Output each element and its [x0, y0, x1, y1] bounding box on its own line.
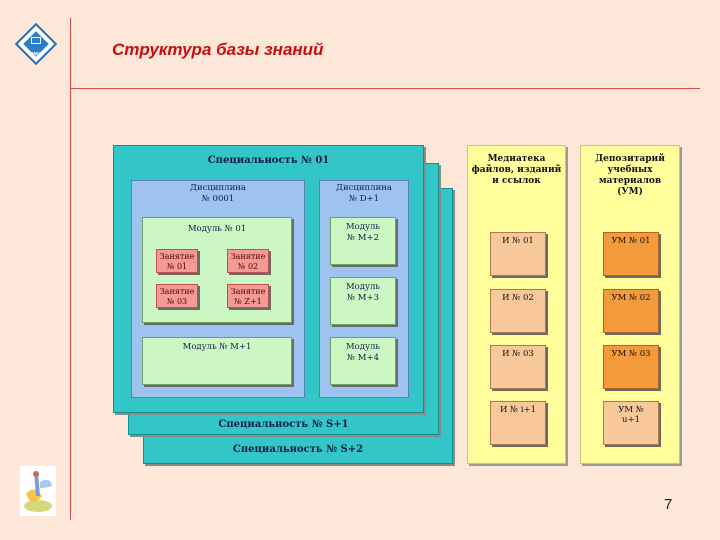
lesson-card-03: Занятие № 03 — [156, 284, 198, 308]
module-label-m2: Модуль № M+2 — [345, 222, 381, 243]
specialty-label-s2: Специальность № S+1 — [218, 419, 349, 430]
module-label-m3: Модуль № M+3 — [345, 282, 381, 303]
depository-item-01: УМ № 01 — [603, 232, 659, 276]
horizontal-divider — [70, 88, 700, 89]
media-item-01: И № 01 — [490, 232, 546, 276]
specialty-label-s1: Специальность № 01 — [207, 155, 330, 166]
discipline-label-d1: Дисциплина № D+1 — [336, 183, 392, 204]
media-library-title: Медиатека файлов, изданий и ссылок — [471, 154, 562, 186]
media-item-i1: И № i+1 — [490, 401, 546, 445]
page-title: Структура базы знаний — [112, 40, 324, 59]
media-library-column: Медиатека файлов, изданий и ссылок И № 0… — [467, 145, 566, 464]
lesson-card-z1: Занятие № Z+1 — [227, 284, 269, 308]
discipline-label-0001: Дисциплина № 0001 — [190, 183, 246, 204]
depository-title: Депозитарий учебных материалов (УМ) — [595, 154, 665, 197]
module-label-01: Модуль № 01 — [187, 224, 247, 234]
logo-icon: ЛМФ — [14, 22, 58, 66]
vertical-divider — [70, 18, 71, 520]
depository-column: Депозитарий учебных материалов (УМ) УМ №… — [580, 145, 680, 464]
page-number: 7 — [664, 496, 673, 513]
media-item-02: И № 02 — [490, 289, 546, 333]
emblem-icon — [20, 466, 56, 516]
module-card-m1: Модуль № M+1 — [142, 337, 292, 385]
depository-item-02: УМ № 02 — [603, 289, 659, 333]
depository-item-03: УМ № 03 — [603, 345, 659, 389]
module-card-m2: Модуль № M+2 — [330, 217, 396, 265]
lesson-card-01: Занятие № 01 — [156, 249, 198, 273]
module-card-m4: Модуль № M+4 — [330, 337, 396, 385]
specialty-card-s1: Специальность № 01 Дисциплина № 0001 Мод… — [113, 145, 424, 413]
discipline-card-0001: Дисциплина № 0001 Модуль № 01 Занятие № … — [131, 180, 305, 398]
discipline-card-d1: Дисциплина № D+1 Модуль № M+2 Модуль № M… — [319, 180, 409, 398]
media-item-03: И № 03 — [490, 345, 546, 389]
module-card-m3: Модуль № M+3 — [330, 277, 396, 325]
depository-item-u1: УМ № u+1 — [603, 401, 659, 445]
module-label-m4: Модуль № M+4 — [345, 342, 381, 363]
module-card-01: Модуль № 01 Занятие № 01 Занятие № 02 За… — [142, 217, 292, 323]
logo-text: ЛМФ — [28, 52, 44, 58]
lesson-card-02: Занятие № 02 — [227, 249, 269, 273]
module-label-m1: Модуль № M+1 — [182, 342, 252, 352]
specialty-label-s3: Специальность № S+2 — [232, 444, 364, 455]
